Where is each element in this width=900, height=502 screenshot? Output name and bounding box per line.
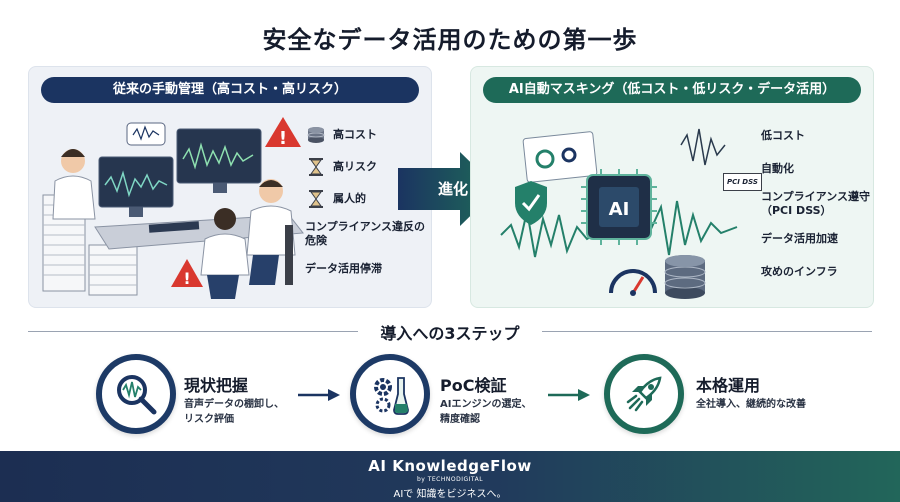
- step-2-desc: AIエンジンの選定、 精度確認: [440, 397, 531, 427]
- feature-label: コンプライアンス違反の危険: [305, 220, 426, 247]
- ai-masking-panel: AI自動マスキング（低コスト・低リスク・データ活用）: [470, 66, 874, 308]
- ai-chip-illustration: AI: [500, 128, 738, 299]
- feature-label: 属人的: [333, 192, 366, 205]
- step-1-circle: [96, 354, 176, 434]
- ai-feature-list: 低コスト 自動化 コンプライアンス遵守（PCI DSS） PCI DSS データ…: [723, 123, 871, 292]
- database-icon: [664, 255, 706, 299]
- feature-label: 高コスト: [333, 128, 377, 141]
- ai-feature-item: データ活用加速: [761, 226, 871, 252]
- step-1-desc: 音声データの棚卸し、 リスク評価: [184, 397, 284, 427]
- manual-panel-header: 従来の手動管理（高コスト・高リスク）: [41, 77, 419, 103]
- magnifier-waveform-icon: [117, 375, 157, 415]
- section-divider: [542, 331, 872, 332]
- step-3-desc-line: 全社導入、継続的な改善: [696, 399, 806, 410]
- worker-icon: [200, 208, 250, 299]
- footer-banner: AI KnowledgeFlow by TECHNODIGITAL AIで 知識…: [0, 451, 900, 502]
- ai-panel-header: AI自動マスキング（低コスト・低リスク・データ活用）: [483, 77, 861, 103]
- step-2-desc-line: AIエンジンの選定、: [440, 399, 532, 410]
- feature-label: コンプライアンス遵守（PCI DSS）: [761, 190, 871, 217]
- svg-text:!: !: [183, 269, 190, 288]
- step-2-title: PoC検証: [440, 376, 507, 395]
- step-2-circle: [350, 354, 430, 434]
- coin-stack-icon: [307, 127, 325, 143]
- manual-feature-item: 高コスト: [305, 123, 429, 147]
- ai-feature-item: 攻めのインフラ: [761, 259, 871, 285]
- ai-chip-icon: [581, 169, 657, 245]
- step-arrow-icon: [548, 389, 590, 401]
- manual-feature-item: 属人的: [305, 187, 429, 211]
- step-1-desc-line: 音声データの棚卸し、: [184, 399, 284, 410]
- worker-icon: [246, 179, 296, 285]
- step-3-title: 本格運用: [696, 376, 761, 395]
- step-3-circle: [604, 354, 684, 434]
- step-arrow-icon: [298, 389, 340, 401]
- section-divider: [28, 331, 358, 332]
- gauge-icon: [609, 269, 657, 296]
- feature-label: 低コスト: [761, 129, 805, 142]
- worker-icon: [52, 149, 96, 220]
- step-2-desc-line: 精度確認: [440, 414, 480, 425]
- brand-subtitle: by TECHNODIGITAL: [416, 476, 484, 483]
- manual-feature-list: 高コスト 高リスク 属人的 コンプライアンス違反の危険 データ活用停滞: [305, 123, 429, 289]
- manual-management-panel: 従来の手動管理（高コスト・高リスク）: [28, 66, 432, 308]
- page-title: 安全なデータ活用のための第一歩: [262, 26, 638, 54]
- settings-window-icon: [522, 131, 598, 183]
- rocket-icon: [626, 376, 662, 412]
- gears-flask-icon: [374, 377, 409, 415]
- manual-feature-item: 高リスク: [305, 155, 429, 179]
- brand-name: AI KnowledgeFlow: [368, 457, 532, 475]
- ai-feature-item: 自動化: [761, 156, 871, 182]
- evolution-label: 進化: [437, 180, 468, 198]
- feature-label: 自動化: [761, 162, 794, 175]
- feature-label: 攻めのインフラ: [761, 265, 838, 278]
- monitor-icon: [98, 128, 262, 217]
- chip-label: AI: [609, 199, 630, 220]
- hourglass-icon: [309, 158, 323, 176]
- warning-icon: !: [265, 117, 301, 149]
- feature-label: 高リスク: [333, 160, 377, 173]
- warning-icon: !: [171, 259, 203, 288]
- hourglass-icon: [309, 190, 323, 208]
- svg-text:!: !: [279, 128, 287, 149]
- feature-label: データ活用加速: [761, 232, 838, 245]
- pci-dss-badge: PCI DSS: [723, 173, 762, 191]
- shield-icon: [515, 181, 547, 225]
- ai-feature-item: コンプライアンス遵守（PCI DSS） PCI DSS: [723, 173, 871, 219]
- step-3-desc: 全社導入、継続的な改善: [696, 397, 806, 412]
- steps-title: 導入への3ステップ: [380, 324, 520, 343]
- feature-label: データ活用停滞: [305, 262, 382, 275]
- step-1-title: 現状把握: [184, 376, 249, 395]
- manual-workers-illustration: ! !: [42, 117, 304, 299]
- manual-feature-item: データ活用停滞: [305, 257, 429, 281]
- step-1-desc-line: リスク評価: [184, 414, 234, 425]
- manual-feature-item: コンプライアンス違反の危険: [305, 219, 429, 249]
- brand-tagline: AIで 知識をビジネスへ。: [393, 489, 507, 500]
- waveform-icon: [500, 128, 738, 258]
- ai-feature-item: 低コスト: [761, 123, 871, 149]
